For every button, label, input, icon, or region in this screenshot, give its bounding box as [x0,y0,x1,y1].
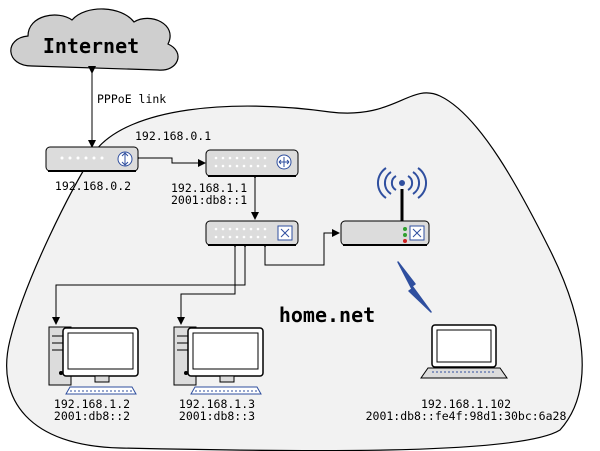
ap-cross-icon [409,225,425,241]
switch-device [205,220,299,246]
internet-cloud: Internet [10,8,179,71]
router-arrows-icon [276,154,292,170]
pc1-device [48,326,139,395]
pc2-device [173,326,264,395]
access-point-device [340,167,430,246]
switch-pc2-link [177,240,239,325]
pc2-ip4-label: 192.168.1.3 [179,397,255,411]
modem-router-link [132,154,206,167]
modem-ip-label: 192.168.0.2 [55,179,131,193]
pppoe-link-label: PPPoE link [97,92,166,106]
router-ip6-label: 2001:db8::1 [171,193,247,207]
modem-device [45,146,139,172]
pc1-ip6-label: 2001:db8::2 [54,409,130,423]
router-ip4-label: 192.168.1.1 [171,181,247,195]
links [52,66,340,325]
wifi-signal-icon [377,167,427,199]
updown-arrows-icon [117,151,133,167]
pc1-ip4-label: 192.168.1.2 [54,397,130,411]
wireless-bolt-icon [397,261,432,313]
switch-pc1-link [52,240,249,325]
switch-cross-icon [277,225,293,241]
internet-label: Internet [43,34,139,58]
pc2-ip6-label: 2001:db8::3 [179,409,255,423]
laptop-ip4-label: 192.168.1.102 [421,397,511,411]
laptop-ip6-label: 2001:db8::fe4f:98d1:30bc:6a28 [366,409,567,423]
labels: PPPoE link 192.168.0.1 192.168.0.2 192.1… [54,92,567,423]
switch-ap-link [261,229,340,266]
home-net-label: home.net [279,303,375,327]
router-wan-ip-label: 192.168.0.1 [135,129,211,143]
router-device [205,149,299,177]
laptop-device [420,324,508,379]
